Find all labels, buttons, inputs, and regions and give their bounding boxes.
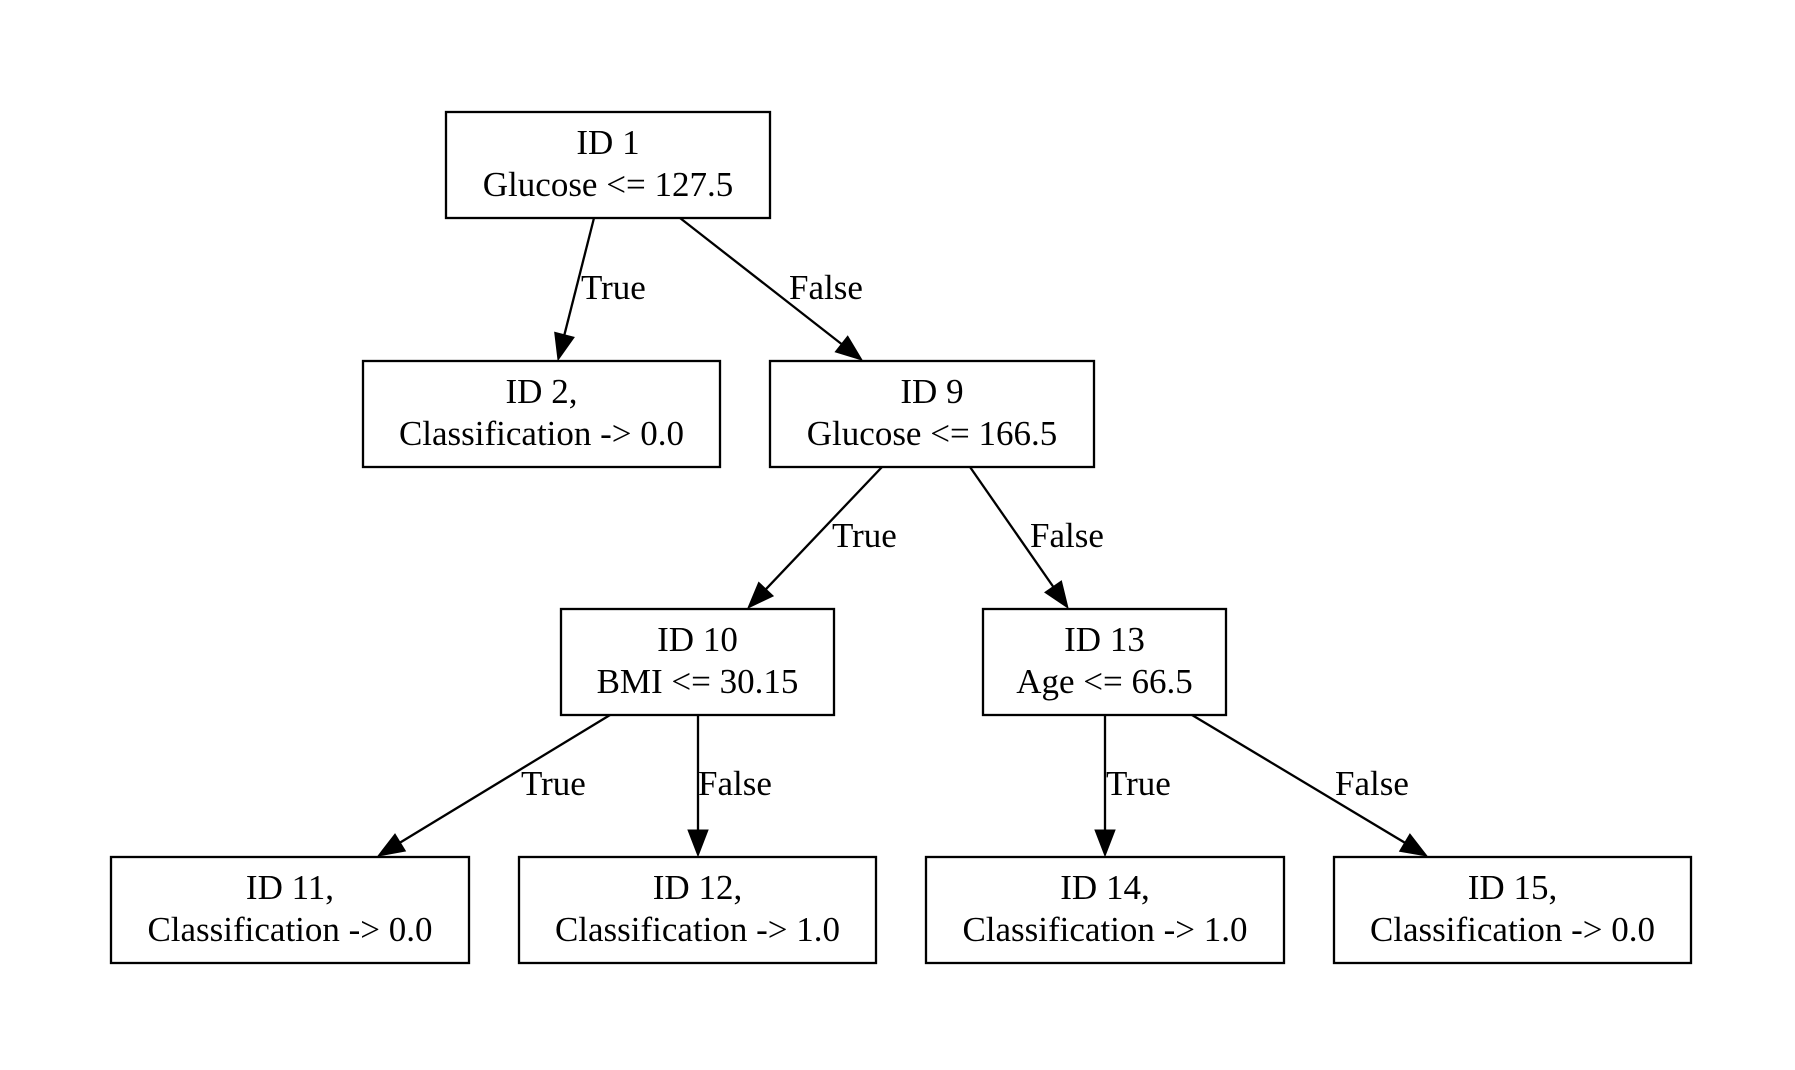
node-detail-text: Classification -> 0.0 <box>1370 910 1655 949</box>
arrowhead-icon <box>1094 829 1116 858</box>
node-id-text: ID 10 <box>657 620 738 659</box>
edge-9-10: True <box>747 466 897 610</box>
node-box <box>109 855 471 965</box>
node-detail-text: Classification -> 0.0 <box>147 910 432 949</box>
edge-label: True <box>1106 764 1171 803</box>
edge-label: False <box>698 764 772 803</box>
edge-line <box>1191 714 1406 844</box>
node-id-text: ID 9 <box>900 372 963 411</box>
edge-line <box>679 217 843 345</box>
edge-label: False <box>1030 516 1104 555</box>
tree-node-2: ID 2,Classification -> 0.0 <box>361 359 722 469</box>
node-box <box>517 855 878 965</box>
tree-node-15: ID 15,Classification -> 0.0 <box>1332 855 1693 965</box>
edge-label: True <box>832 516 897 555</box>
node-detail-text: Age <= 66.5 <box>1016 662 1193 701</box>
node-box <box>444 110 772 220</box>
node-detail-text: Glucose <= 166.5 <box>807 414 1057 453</box>
node-id-text: ID 13 <box>1064 620 1145 659</box>
edge-label: False <box>789 268 863 307</box>
edge-13-14: True <box>1094 715 1171 858</box>
node-box <box>981 607 1228 717</box>
edge-line <box>765 466 883 590</box>
edge-13-15: False <box>1191 714 1429 857</box>
edge-1-2: True <box>554 217 646 362</box>
node-detail-text: Classification -> 0.0 <box>399 414 684 453</box>
edge-10-12: False <box>687 715 772 858</box>
node-id-text: ID 2, <box>506 372 578 411</box>
node-id-text: ID 12, <box>653 868 742 907</box>
edge-line <box>563 217 596 336</box>
node-id-text: ID 1 <box>576 123 639 162</box>
arrowhead-icon <box>834 335 864 361</box>
node-box <box>768 359 1096 469</box>
node-box <box>1332 855 1693 965</box>
arrowhead-icon <box>1044 580 1069 610</box>
node-id-text: ID 11, <box>246 868 334 907</box>
node-detail-text: Classification -> 1.0 <box>555 910 840 949</box>
node-detail-text: Glucose <= 127.5 <box>483 165 733 204</box>
node-box <box>924 855 1286 965</box>
tree-node-11: ID 11,Classification -> 0.0 <box>109 855 471 965</box>
arrowhead-icon <box>1398 833 1429 857</box>
node-detail-text: BMI <= 30.15 <box>597 662 799 701</box>
edge-line <box>399 714 611 844</box>
arrowhead-icon <box>747 581 775 610</box>
node-id-text: ID 15, <box>1468 868 1557 907</box>
edge-1-9: False <box>679 217 864 361</box>
edge-label: False <box>1335 764 1409 803</box>
node-detail-text: Classification -> 1.0 <box>962 910 1247 949</box>
edge-label: True <box>521 764 586 803</box>
arrowhead-icon <box>687 829 709 858</box>
node-box <box>361 359 722 469</box>
node-id-text: ID 14, <box>1060 868 1149 907</box>
arrowhead-icon <box>376 833 407 857</box>
node-box <box>559 607 836 717</box>
arrowhead-icon <box>554 331 575 362</box>
tree-node-12: ID 12,Classification -> 1.0 <box>517 855 878 965</box>
tree-node-14: ID 14,Classification -> 1.0 <box>924 855 1286 965</box>
edge-label: True <box>581 268 646 307</box>
edge-9-13: False <box>969 466 1104 610</box>
edge-10-11: True <box>376 714 611 857</box>
edge-line <box>969 466 1055 588</box>
